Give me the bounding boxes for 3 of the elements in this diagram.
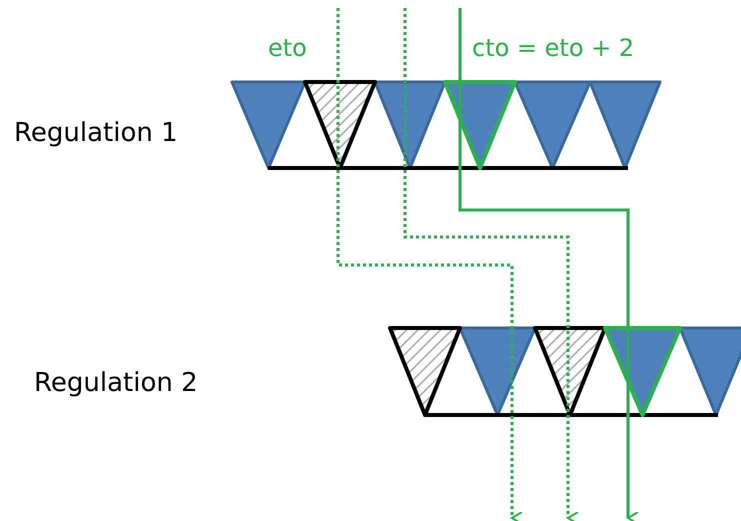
row-label: Regulation 2 bbox=[34, 370, 198, 396]
line-label: eto bbox=[268, 36, 307, 60]
row-label: Regulation 1 bbox=[14, 120, 178, 146]
